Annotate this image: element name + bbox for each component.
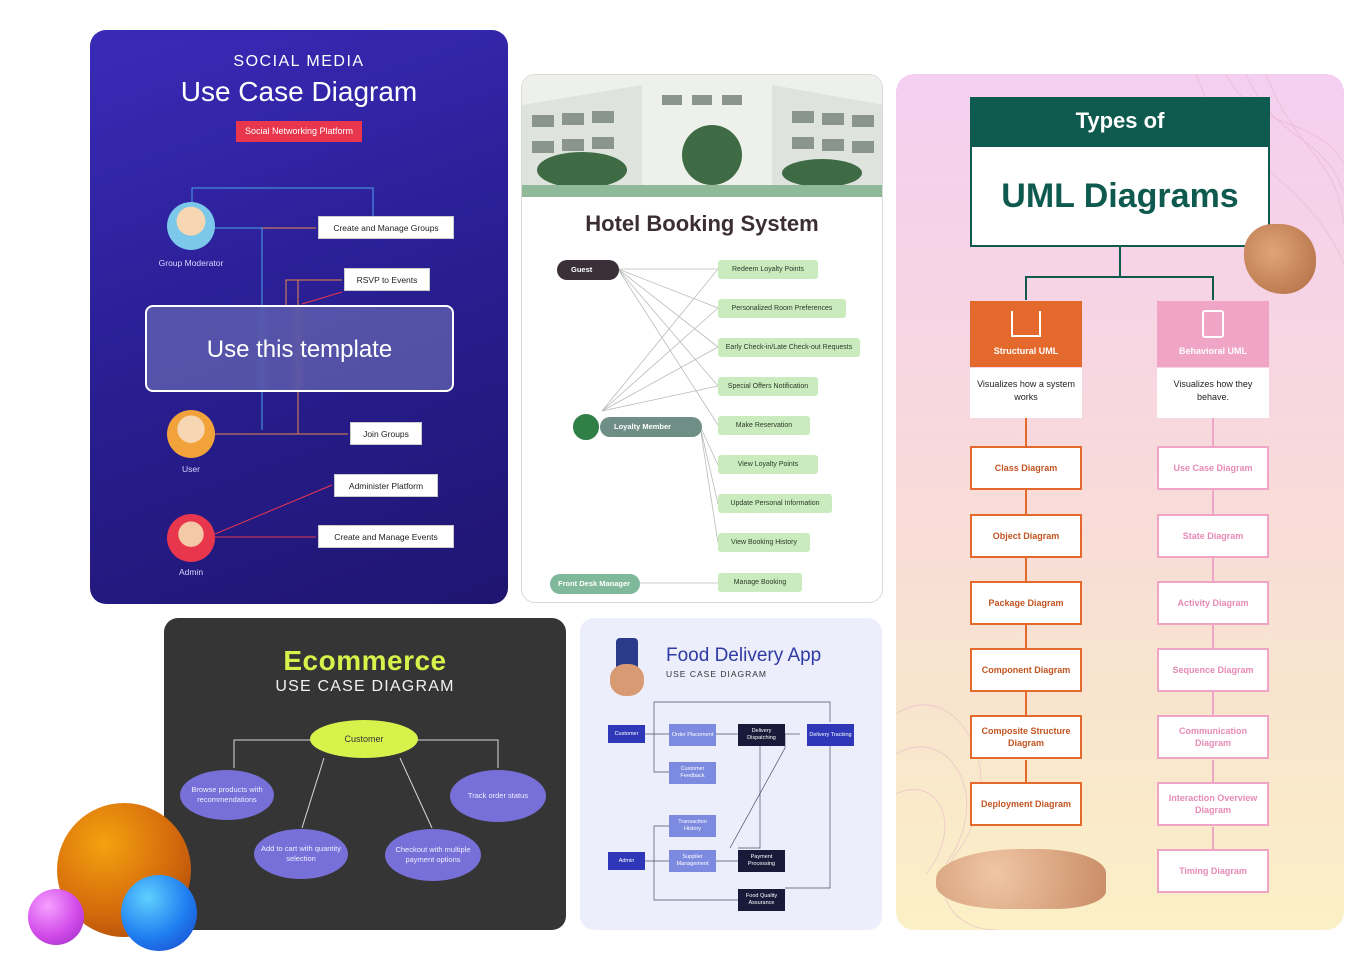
use-case-ellipse: Browse products with recommendations (180, 770, 274, 820)
card-subtitle: USE CASE DIAGRAM (275, 678, 455, 695)
uml-type-box: Object Diagram (970, 514, 1082, 558)
use-case-pill: Manage Booking (718, 573, 802, 592)
structure-icon (1011, 311, 1041, 337)
column-title: Behavioral UML (1178, 346, 1247, 356)
use-case-box: Administer Platform (334, 474, 438, 497)
uml-type-box: Activity Diagram (1157, 581, 1269, 625)
uml-types-template-card[interactable]: Types of UML Diagrams Structural UML Vis… (896, 74, 1344, 930)
use-case-pill: Make Reservation (718, 416, 810, 435)
card-title: Food Delivery App (666, 645, 822, 666)
use-case-ellipse: Add to cart with quantity selection (254, 829, 348, 879)
use-case-pill: Early Check-in/Late Check-out Requests (718, 338, 860, 357)
types-of-header: Types of (970, 97, 1270, 145)
social-media-template-card[interactable]: SOCIAL MEDIA Use Case Diagram Social Net… (90, 30, 508, 604)
bellhop-icon (570, 411, 602, 443)
uml-type-box: Deployment Diagram (970, 782, 1082, 826)
hotel-building-photo (522, 75, 882, 185)
use-case-box: Supplier Management (669, 850, 716, 872)
use-case-pill: View Loyalty Points (718, 455, 818, 474)
hotel-booking-template-card[interactable]: Hotel Booking System Guest Loyalty Membe… (521, 74, 883, 603)
use-case-box: Delivery Dispatching (738, 724, 785, 746)
use-case-box: Create and Manage Groups (318, 216, 454, 239)
blue-sphere (121, 875, 197, 951)
column-title: Structural UML (993, 346, 1059, 356)
group-moderator-avatar (167, 202, 215, 250)
use-case-box: RSVP to Events (344, 268, 430, 291)
actor-admin: Admin (608, 852, 645, 870)
card-title: Hotel Booking System (585, 211, 819, 236)
use-case-box: Order Placement (669, 724, 716, 746)
pointing-hand-icon (1244, 224, 1316, 294)
use-case-pill: View Booking History (718, 533, 810, 552)
customer-actor: Customer (310, 720, 418, 758)
card-kicker: SOCIAL MEDIA (233, 53, 365, 70)
use-case-box: Customer Feedback (669, 762, 716, 784)
system-badge: Social Networking Platform (236, 121, 362, 142)
user-avatar (167, 410, 215, 458)
uml-diagrams-title: UML Diagrams (970, 145, 1270, 247)
actor-label: Admin (178, 567, 204, 577)
uml-type-box: Interaction Overview Diagram (1157, 782, 1269, 826)
uml-type-box: Component Diagram (970, 648, 1082, 692)
actor-label: User (182, 464, 200, 474)
food-delivery-template-card[interactable]: Food Delivery App USE CASE DIAGRAM Custo… (580, 618, 882, 930)
uml-type-box: Package Diagram (970, 581, 1082, 625)
hand-on-mouse-icon (936, 849, 1106, 909)
flow-connectors (1025, 247, 1214, 849)
use-case-pill: Personalized Room Preferences (718, 299, 846, 318)
document-gear-icon (1202, 310, 1224, 338)
use-this-template-button[interactable]: Use this template (145, 305, 454, 392)
uml-type-box: Timing Diagram (1157, 849, 1269, 893)
use-case-box: Payment Processing (738, 850, 785, 872)
ecommerce-template-card[interactable]: Ecommerce USE CASE DIAGRAM Customer Brow… (164, 618, 566, 930)
use-case-box: Delivery Tracking (807, 724, 854, 746)
actor-guest: Guest (557, 260, 619, 280)
column-description: Visualizes how a system works (970, 368, 1082, 418)
structural-uml-header: Structural UML (970, 301, 1082, 367)
uml-type-box: Communication Diagram (1157, 715, 1269, 759)
uml-type-box: Use Case Diagram (1157, 446, 1269, 490)
use-case-box: Create and Manage Events (318, 525, 454, 548)
card-title: Ecommerce (283, 645, 447, 676)
card-subtitle: USE CASE DIAGRAM (666, 669, 768, 679)
uml-type-box: Class Diagram (970, 446, 1082, 490)
actor-customer: Customer (608, 725, 645, 743)
connector-lines (233, 739, 499, 829)
photo-strip (522, 185, 882, 197)
actor-front-desk-manager: Front Desk Manager (550, 574, 640, 594)
connector-lines (191, 187, 374, 538)
uml-type-box: Sequence Diagram (1157, 648, 1269, 692)
admin-avatar (167, 514, 215, 562)
behavioral-uml-header: Behavioral UML (1157, 301, 1269, 367)
use-case-ellipse: Track order status (450, 770, 546, 822)
uml-type-box: Composite Structure Diagram (970, 715, 1082, 759)
connector-lines (601, 268, 719, 584)
connector-lines (645, 701, 831, 901)
card-title: Use Case Diagram (180, 76, 418, 107)
actor-label: Group Moderator (158, 258, 224, 268)
actor-loyalty-member: Loyalty Member (600, 417, 702, 437)
use-case-pill: Update Personal Information (718, 494, 832, 513)
use-case-box: Food Quality Assurance (738, 889, 785, 911)
phone-in-hand-icon (610, 638, 650, 700)
use-case-ellipse: Checkout with multiple payment options (385, 829, 481, 881)
uml-type-box: State Diagram (1157, 514, 1269, 558)
use-case-pill: Redeem Loyalty Points (718, 260, 818, 279)
use-case-pill: Special Offers Notification (718, 377, 818, 396)
column-description: Visualizes how they behave. (1157, 368, 1269, 418)
purple-sphere (28, 889, 84, 945)
use-case-box: Transaction History (669, 815, 716, 837)
use-case-box: Join Groups (350, 422, 422, 445)
